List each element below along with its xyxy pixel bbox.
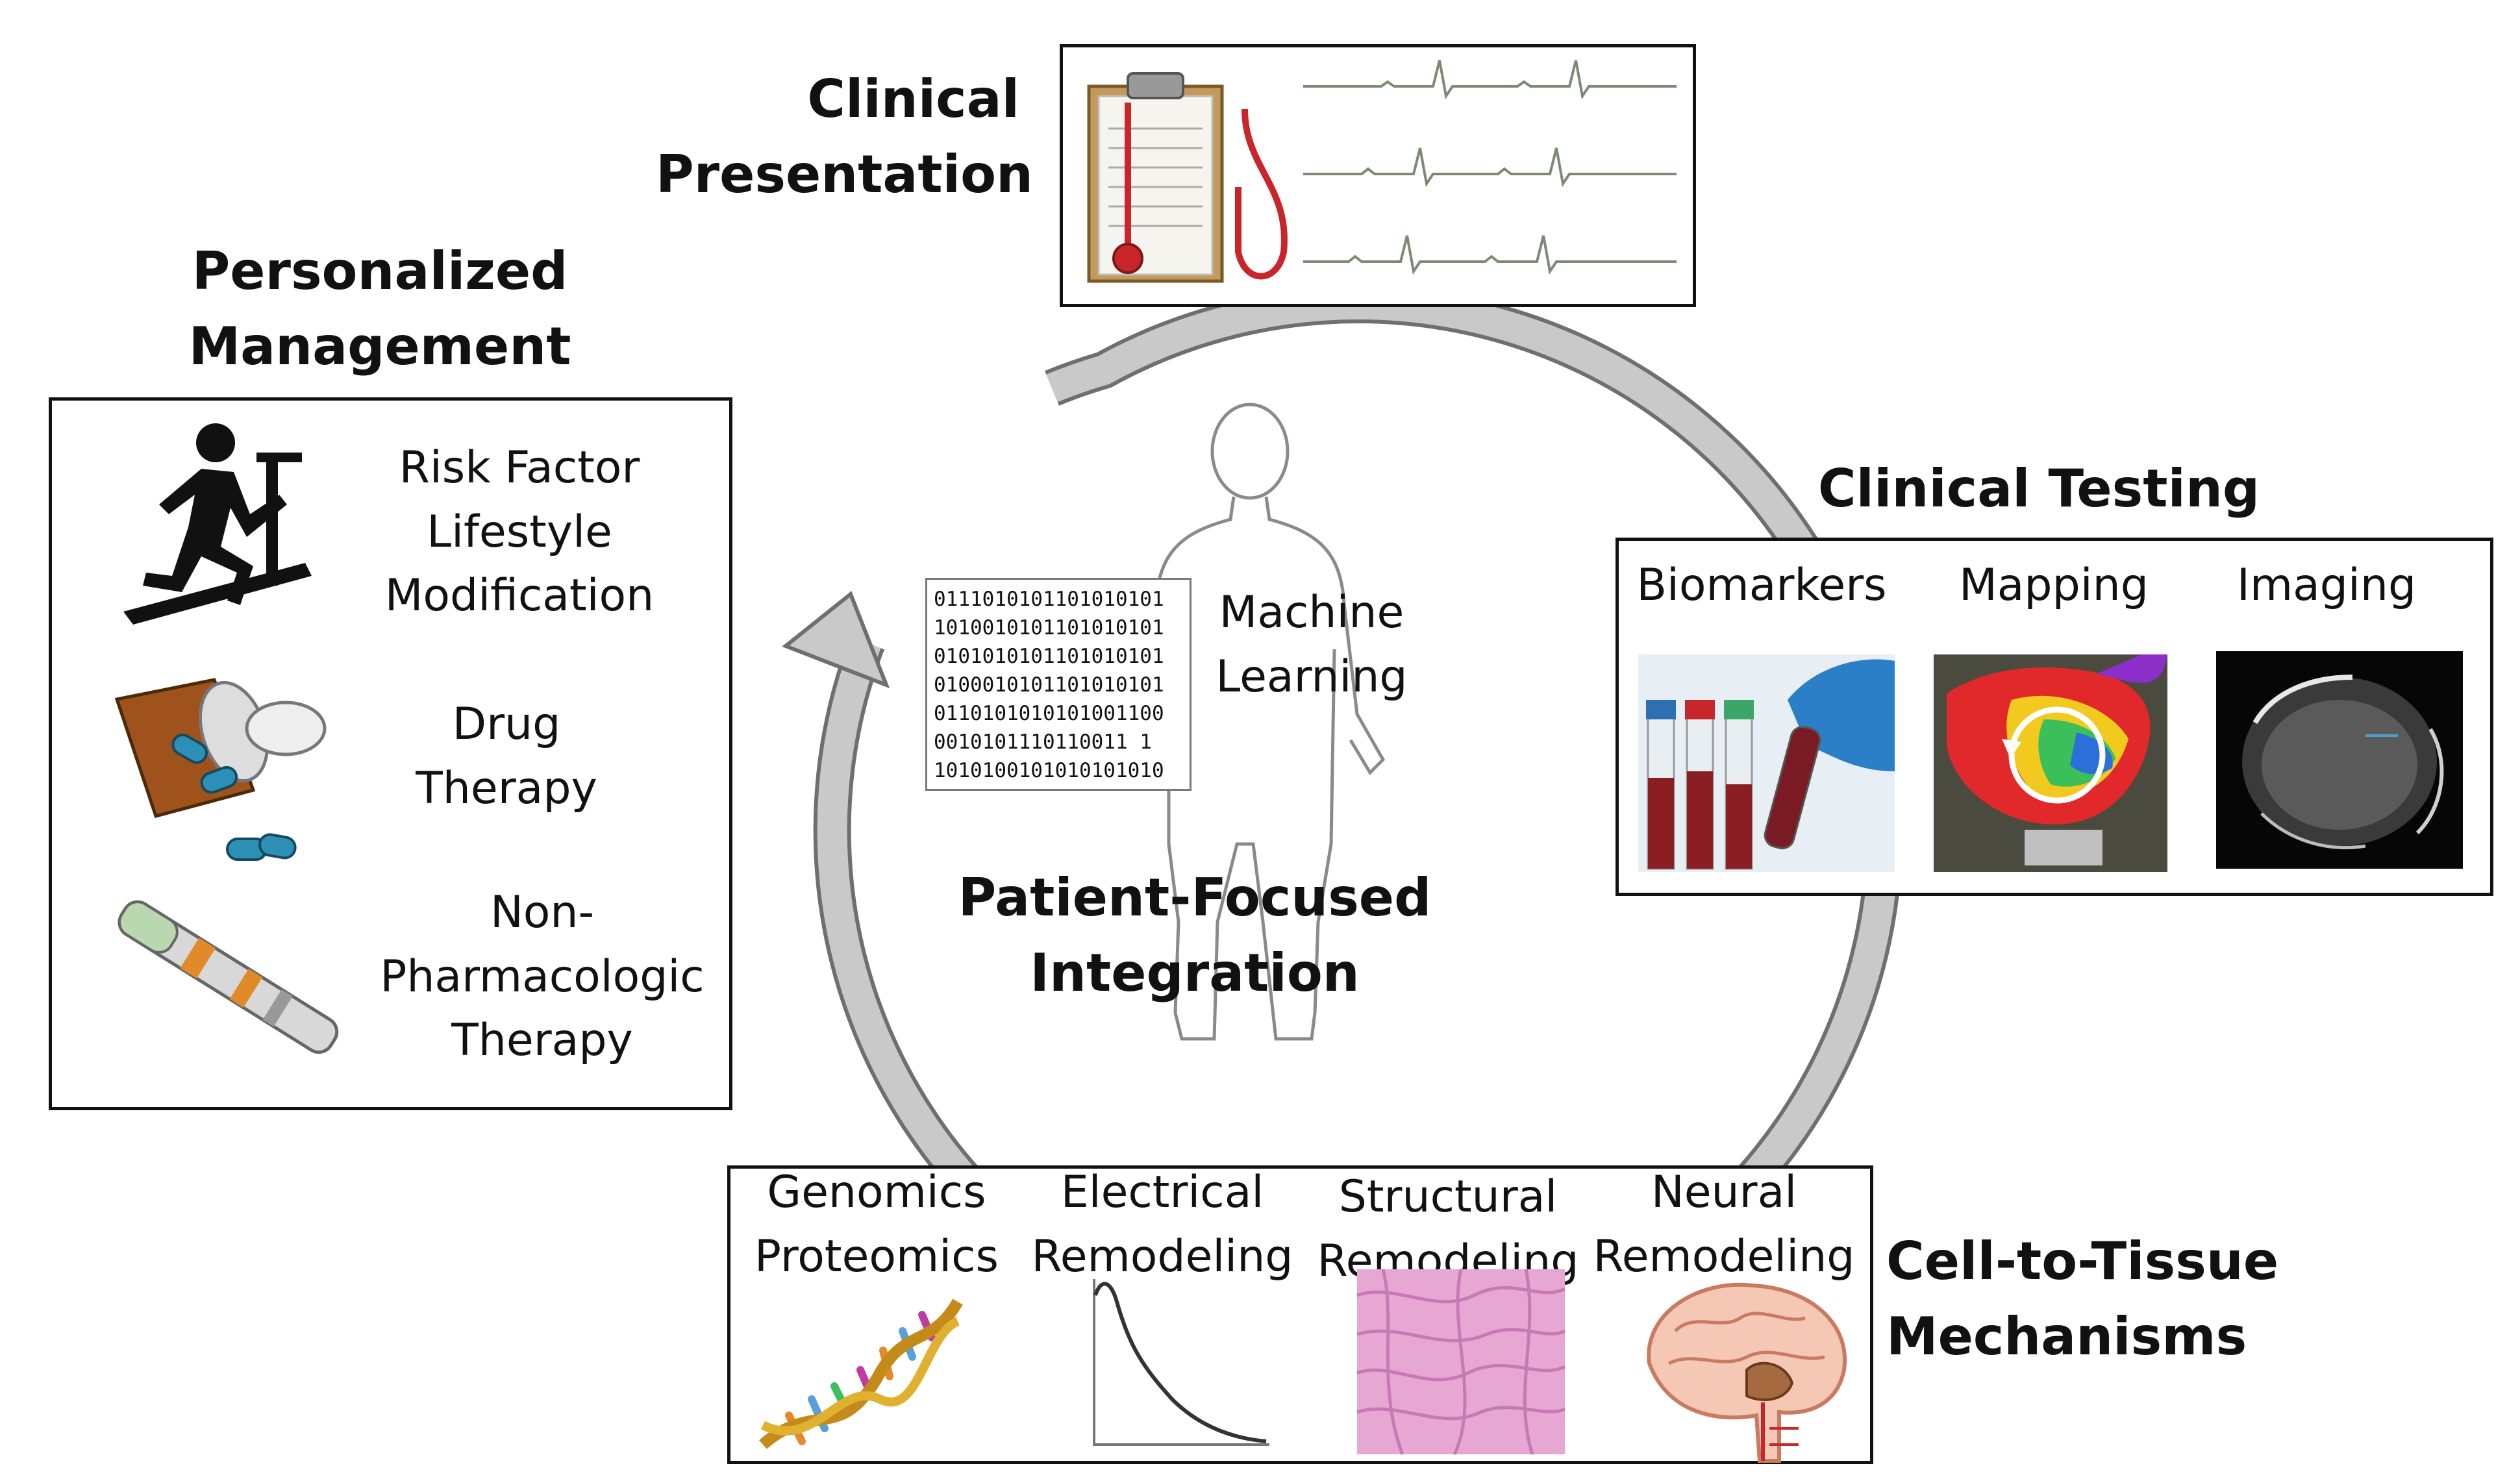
ecg-traces-icon [1303, 60, 1677, 275]
risk-factor-label: Risk Factor Lifestyle Modification [384, 442, 655, 622]
mapping-label: Mapping [1959, 560, 2149, 611]
clipboard-stethoscope-icon [1087, 72, 1288, 283]
cycle-arrowhead [782, 591, 890, 689]
clinical-presentation-box [1060, 44, 1696, 307]
blood-tubes-icon [1638, 654, 1895, 872]
pill-bottle-icon [114, 678, 327, 861]
neural-remodeling-label: Neural Remodeling [1593, 1167, 1855, 1282]
machine-learning-label: Machine Learning [1216, 587, 1408, 702]
clinical-testing-box: Biomarkers Mapping Imaging [1616, 538, 2493, 896]
treadmill-runner-icon [123, 423, 312, 625]
personalized-management-title: Personalized Management [188, 241, 571, 377]
echo-image-icon [2216, 651, 2463, 869]
electroanatomic-map-icon [1934, 654, 2167, 872]
genomics-label: Genomics Proteomics [755, 1167, 999, 1282]
patient-focused-title: Patient-Focused Integration [958, 867, 1432, 1003]
clinical-testing-title: Clinical Testing [1817, 458, 2260, 519]
action-potential-icon [1093, 1279, 1269, 1446]
biomarkers-label: Biomarkers [1636, 560, 1887, 611]
drug-therapy-label: Drug Therapy [416, 699, 597, 814]
imaging-label: Imaging [2236, 560, 2417, 611]
cell-to-tissue-title: Cell-to-Tissue Mechanisms [1886, 1231, 2279, 1367]
implant-device-icon [118, 900, 339, 1054]
dna-helix-icon [759, 1299, 963, 1449]
cell-to-tissue-box: Genomics Proteomics Electrical Remodelin… [727, 1165, 1873, 1464]
brain-icon [1647, 1282, 1847, 1463]
clinical-presentation-title: Clinical Presentation [656, 69, 1033, 205]
binary-data-box: 0111010101101010101 1010010101101010101 … [925, 578, 1191, 791]
personalized-management-box: Risk Factor Lifestyle Modification Drug … [49, 397, 732, 1110]
electrical-remodeling-label: Electrical Remodeling [1031, 1167, 1293, 1282]
non-pharmacologic-label: Non- Pharmacologic Therapy [380, 887, 705, 1067]
tissue-histology-icon [1356, 1269, 1566, 1456]
